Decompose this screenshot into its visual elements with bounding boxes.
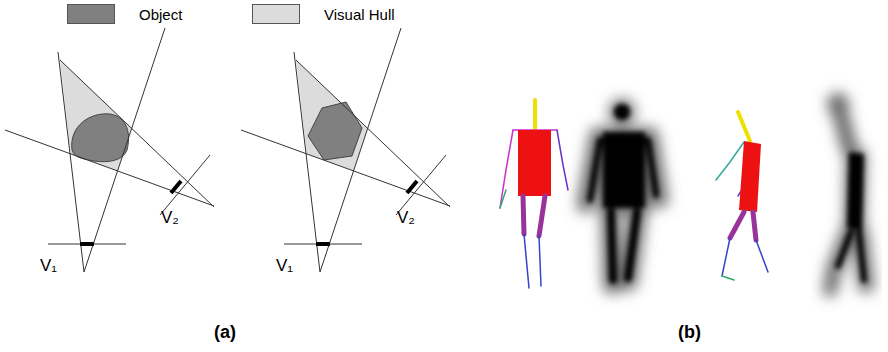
panel-label: (b) <box>678 322 701 343</box>
legend-item: Object <box>67 4 182 24</box>
panel-label: (a) <box>214 322 236 343</box>
legend-text: Visual Hull <box>324 6 395 23</box>
legend-text: Object <box>139 6 182 23</box>
visual-hull-diagram-polygon <box>241 28 450 272</box>
legend-item: Visual Hull <box>252 4 395 24</box>
blurred-silhouette <box>585 99 660 285</box>
stick-figure <box>716 112 768 280</box>
blurred-silhouette <box>827 93 866 290</box>
camera-label: V₂ <box>161 208 179 228</box>
visual-hull-diagram-curved <box>5 28 214 272</box>
camera-label: V₂ <box>397 208 415 228</box>
legend-swatch <box>252 4 300 24</box>
stick-figure <box>500 100 568 288</box>
legend-swatch <box>67 4 115 24</box>
camera-label: V₁ <box>276 256 293 276</box>
camera-label: V₁ <box>40 256 57 276</box>
